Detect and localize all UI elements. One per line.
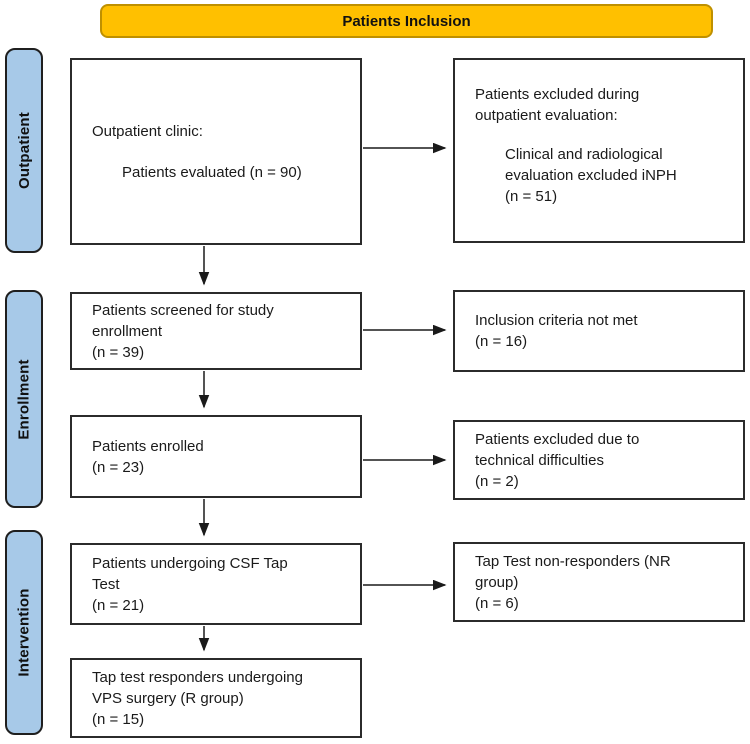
flow-box-text: outpatient evaluation: <box>475 107 618 124</box>
flow-box-tap-test-non-responders: Tap Test non-responders (NR group) (n = … <box>453 542 745 622</box>
flow-box-enrolled: Patients enrolled (n = 23) <box>70 415 362 498</box>
flow-box-text: Tap Test non-responders (NR <box>475 552 671 570</box>
flow-box-text: (n = 39) <box>92 343 145 361</box>
flow-box-text: (n = 16) <box>475 333 528 350</box>
flow-box-text: Clinical and radiological <box>505 146 663 163</box>
flow-box-excluded-technical-difficulties: Patients excluded due to technical diffi… <box>453 420 745 500</box>
flow-box-inclusion-criteria-not-met: Inclusion criteria not met (n = 16) <box>453 290 745 372</box>
stage-label-intervention: Intervention <box>15 588 33 677</box>
flow-box-text: (n = 21) <box>92 596 145 614</box>
flow-box-text: (n = 6) <box>475 594 519 612</box>
flow-box-text: (n = 15) <box>92 710 145 728</box>
flow-box-text: (n = 23) <box>92 458 145 476</box>
flow-box-text: technical difficulties <box>475 451 604 469</box>
banner-patients-inclusion: Patients Inclusion <box>100 4 713 38</box>
flow-box-text: (n = 51) <box>505 188 558 205</box>
flow-box-text: evaluation excluded iNPH <box>505 167 677 184</box>
flow-box-text: Patients excluded during <box>475 86 640 103</box>
flow-box-text: Patients screened for study <box>92 301 274 319</box>
stage-tab-intervention: Intervention <box>5 530 43 735</box>
stage-tab-outpatient: Outpatient <box>5 48 43 253</box>
flow-box-text: group) <box>475 573 519 591</box>
flow-box-text: Patients evaluated (n = 90) <box>122 163 302 181</box>
flow-box-screened-for-enrollment: Patients screened for study enrollment (… <box>70 292 362 370</box>
flow-box-text: Patients excluded due to <box>475 430 640 448</box>
flow-box-text: (n = 2) <box>475 472 519 490</box>
stage-tab-enrollment: Enrollment <box>5 290 43 508</box>
flow-box-text: VPS surgery (R group) <box>92 689 244 707</box>
flow-box-excluded-outpatient-evaluation: Patients excluded during outpatient eval… <box>453 58 745 243</box>
flow-box-text: Inclusion criteria not met <box>475 312 638 329</box>
stage-label-enrollment: Enrollment <box>15 358 33 440</box>
flow-box-text: Patients enrolled <box>92 437 204 455</box>
flow-box-text: enrollment <box>92 322 163 340</box>
stage-label-outpatient: Outpatient <box>15 112 33 189</box>
flow-box-text: Test <box>92 575 120 593</box>
flow-box-csf-tap-test: Patients undergoing CSF Tap Test (n = 21… <box>70 543 362 625</box>
banner-label: Patients Inclusion <box>342 12 471 30</box>
flow-box-text: Outpatient clinic: <box>92 122 203 140</box>
flow-box-text: Tap test responders undergoing <box>92 668 303 686</box>
flow-box-text: Patients undergoing CSF Tap <box>92 554 288 572</box>
flow-box-outpatient-clinic: Outpatient clinic: Patients evaluated (n… <box>70 58 362 245</box>
flow-box-tap-test-responders: Tap test responders undergoing VPS surge… <box>70 658 362 738</box>
